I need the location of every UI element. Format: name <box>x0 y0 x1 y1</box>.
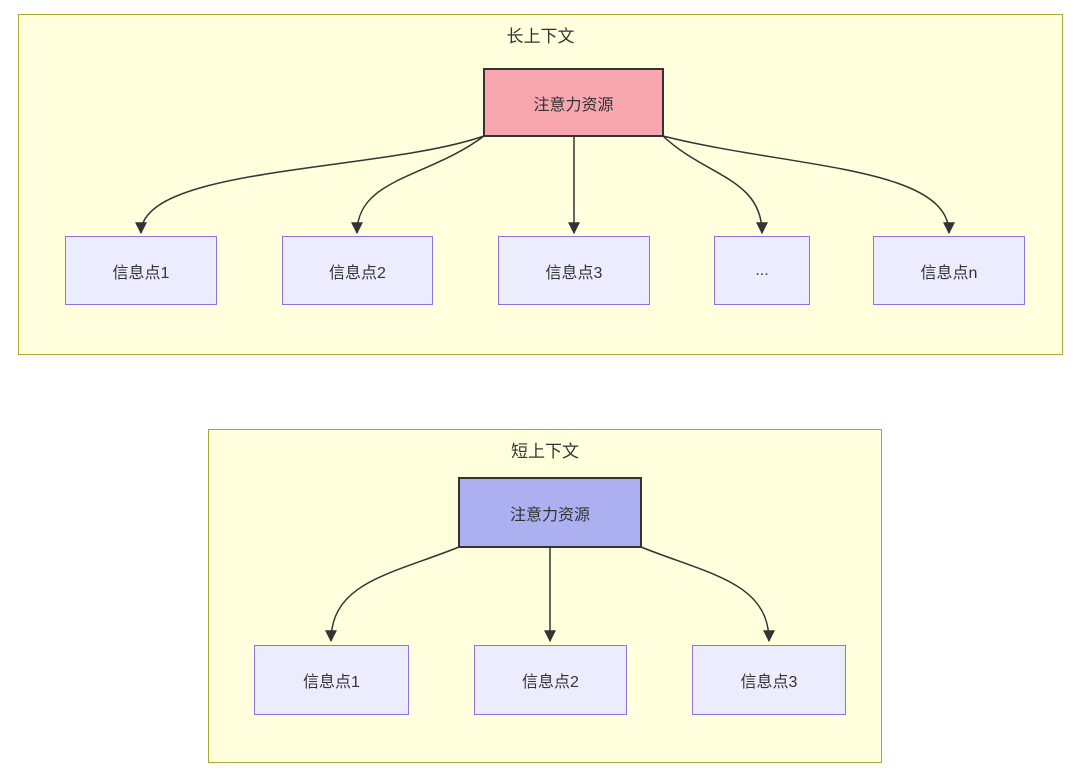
info-node-long-ellipsis: ... <box>714 236 810 305</box>
info-node-long-1: 信息点1 <box>65 236 217 305</box>
panel-long-title: 长上下文 <box>506 27 575 46</box>
info-node-long-n: 信息点n <box>873 236 1025 305</box>
attention-resource-node-short: 注意力资源 <box>458 477 642 548</box>
attention-resource-node-long: 注意力资源 <box>483 68 664 137</box>
info-node-short-3: 信息点3 <box>692 645 846 715</box>
info-node-long-3: 信息点3 <box>498 236 650 305</box>
info-node-short-2: 信息点2 <box>474 645 627 715</box>
info-node-long-2: 信息点2 <box>282 236 433 305</box>
info-node-short-1: 信息点1 <box>254 645 409 715</box>
panel-short-title: 短上下文 <box>511 442 579 461</box>
